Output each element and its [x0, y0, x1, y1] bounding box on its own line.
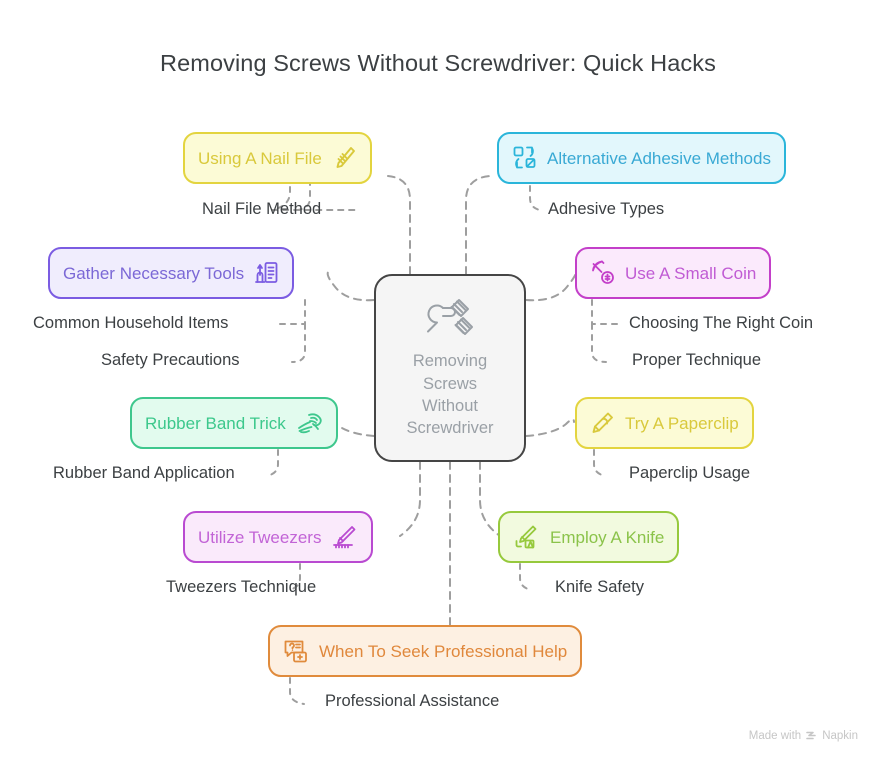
- connector-nail-file: [387, 175, 411, 275]
- node-label-knife: Employ A Knife: [550, 527, 665, 547]
- sublabel-common-household-items: Common Household Items: [33, 314, 229, 332]
- connector-knife: [479, 461, 501, 537]
- node-label-adhesive: Alternative Adhesive Methods: [547, 148, 771, 168]
- adhesive-swap-icon: [512, 145, 538, 171]
- connector-tweezers: [399, 461, 421, 537]
- sublabel-rubber-band-application: Rubber Band Application: [53, 464, 235, 482]
- connector-gather-tools: [326, 271, 375, 302]
- subconnector-safety: [291, 323, 306, 363]
- node-knife[interactable]: Employ A Knife: [498, 511, 680, 563]
- subconnector-coin-right: [591, 299, 619, 325]
- page-title: Removing Screws Without Screwdriver: Qui…: [160, 50, 716, 76]
- nail-file-icon: [331, 145, 357, 171]
- node-label-paperclip: Try A Paperclip: [625, 413, 739, 433]
- subconnector-coin-technique: [591, 323, 607, 363]
- sublabel-professional-assistance: Professional Assistance: [325, 692, 500, 710]
- subconnector-common-items: [279, 299, 306, 325]
- sublabel-tweezers-technique: Tweezers Technique: [166, 578, 317, 596]
- node-small-coin[interactable]: Use A Small Coin: [575, 247, 772, 299]
- center-node[interactable]: Removing Screws Without Screwdriver: [374, 274, 526, 462]
- tweezers-icon: [330, 524, 358, 550]
- napkin-watermark: Made with Napkin: [749, 729, 858, 742]
- sublabel-proper-technique: Proper Technique: [632, 351, 762, 369]
- watermark-brand: Napkin: [822, 729, 858, 742]
- node-gather-tools[interactable]: Gather Necessary Tools: [48, 247, 295, 299]
- sublabel-safety-precautions: Safety Precautions: [101, 351, 240, 369]
- node-rubber-band[interactable]: Rubber Band Trick: [130, 397, 338, 449]
- connector-adhesive: [465, 175, 491, 275]
- node-label-nail-file: Using A Nail File: [198, 148, 322, 168]
- node-tweezers[interactable]: Utilize Tweezers: [183, 511, 374, 563]
- sublabel-adhesive-types: Adhesive Types: [548, 200, 665, 218]
- sublabel-nail-file-method: Nail File Method: [202, 200, 322, 218]
- connector-paperclip: [525, 418, 575, 437]
- sublabel-choosing-right-coin: Choosing The Right Coin: [629, 314, 814, 332]
- toolbox-list-icon: [253, 260, 279, 286]
- help-question-plus-icon: [283, 638, 310, 664]
- node-label-rubber-band: Rubber Band Trick: [145, 413, 286, 433]
- subconnector-paperclip-usage: [593, 449, 607, 477]
- subconnector-professional-assistance: [289, 677, 305, 705]
- node-paperclip[interactable]: Try A Paperclip: [575, 397, 754, 449]
- connector-small-coin: [525, 271, 577, 302]
- sublabel-paperclip-usage: Paperclip Usage: [629, 464, 751, 482]
- rubber-band-hand-icon: [295, 410, 323, 436]
- knife-board-icon: [513, 524, 541, 550]
- paperclip-marker-icon: [590, 410, 616, 436]
- node-adhesive[interactable]: Alternative Adhesive Methods: [497, 132, 786, 184]
- sublabel-knife-safety: Knife Safety: [555, 578, 644, 596]
- node-label-tweezers: Utilize Tweezers: [198, 527, 322, 547]
- node-label-professional-help: When To Seek Professional Help: [319, 641, 568, 661]
- screwdriver-screws-icon: [419, 296, 481, 342]
- node-label-small-coin: Use A Small Coin: [625, 263, 757, 283]
- node-label-gather-tools: Gather Necessary Tools: [63, 263, 245, 283]
- center-label: Removing Screws Without Screwdriver: [406, 352, 494, 438]
- napkin-chevrons-icon: [805, 729, 818, 742]
- pickaxe-coin-icon: [590, 260, 616, 286]
- subconnector-rubber-application: [265, 449, 279, 477]
- watermark-prefix: Made with: [748, 729, 802, 742]
- subconnector-adhesive-types: [529, 185, 541, 211]
- node-professional-help[interactable]: When To Seek Professional Help: [268, 625, 583, 677]
- subconnector-knife-safety: [519, 563, 533, 591]
- node-nail-file[interactable]: Using A Nail File: [183, 132, 372, 184]
